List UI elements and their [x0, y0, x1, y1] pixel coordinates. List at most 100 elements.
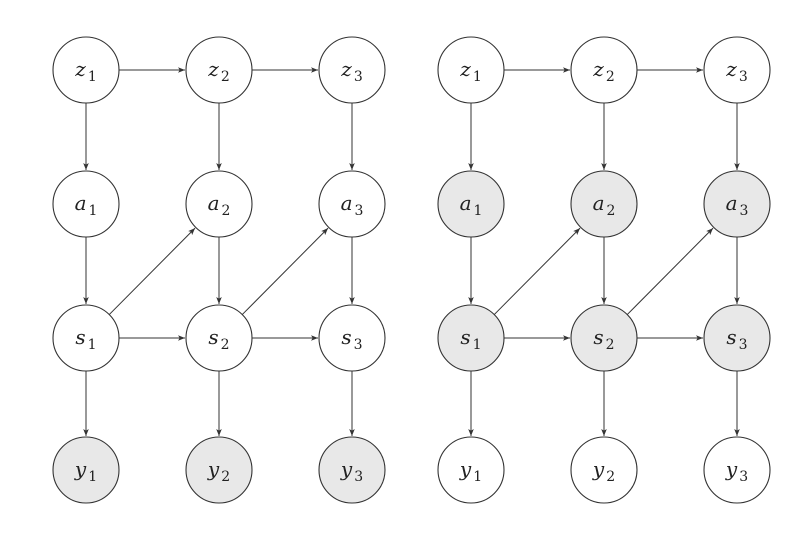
node-circle [570, 304, 638, 372]
node-variable: z [725, 57, 737, 81]
node-circle [52, 304, 120, 372]
node-circle [703, 436, 771, 504]
node-subscript: 2 [607, 203, 616, 219]
node-subscript: 3 [739, 469, 748, 485]
node-subscript: 1 [89, 203, 98, 219]
node-variable: s [75, 325, 85, 349]
node-subscript: 3 [354, 69, 363, 85]
node-circle [318, 304, 386, 372]
node-variable: z [207, 57, 219, 81]
node-subscript: 2 [221, 337, 230, 353]
node-subscript: 3 [354, 337, 363, 353]
node-circle [703, 170, 771, 238]
node-variable: a [726, 191, 738, 215]
node-variable: s [460, 325, 470, 349]
node-variable: a [208, 191, 220, 215]
node-subscript: 1 [88, 337, 97, 353]
node-variable: z [459, 57, 471, 81]
node-subscript: 1 [473, 69, 482, 85]
node-circle [437, 36, 505, 104]
node-subscript: 2 [221, 69, 230, 85]
node-circle [185, 170, 253, 238]
edge-s2-a3 [241, 227, 329, 315]
node-variable: s [341, 325, 351, 349]
node-variable: y [725, 457, 738, 481]
node-subscript: 2 [606, 69, 615, 85]
edge-s1-a2 [493, 227, 581, 315]
node-circle [52, 170, 120, 238]
node-subscript: 1 [88, 69, 97, 85]
node-variable: s [208, 325, 218, 349]
edge-s2-a3 [626, 227, 714, 315]
edge-s1-a2 [108, 227, 196, 315]
node-variable: a [75, 191, 87, 215]
node-circle [52, 436, 120, 504]
node-variable: a [593, 191, 605, 215]
node-variable: y [340, 457, 353, 481]
node-subscript: 2 [606, 469, 615, 485]
node-variable: z [592, 57, 604, 81]
node-circle [185, 36, 253, 104]
node-variable: y [74, 457, 87, 481]
node-variable: a [460, 191, 472, 215]
node-variable: y [592, 457, 605, 481]
node-variable: z [340, 57, 352, 81]
node-circle [703, 36, 771, 104]
node-variable: s [593, 325, 603, 349]
node-circle [437, 436, 505, 504]
node-subscript: 1 [473, 469, 482, 485]
node-subscript: 2 [222, 203, 231, 219]
node-circle [703, 304, 771, 372]
node-circle [185, 436, 253, 504]
node-circle [52, 36, 120, 104]
node-subscript: 1 [88, 469, 97, 485]
node-subscript: 2 [606, 337, 615, 353]
node-subscript: 2 [221, 469, 230, 485]
node-circle [318, 436, 386, 504]
node-circle [437, 304, 505, 372]
node-circle [318, 170, 386, 238]
node-subscript: 1 [473, 337, 482, 353]
node-circle [185, 304, 253, 372]
